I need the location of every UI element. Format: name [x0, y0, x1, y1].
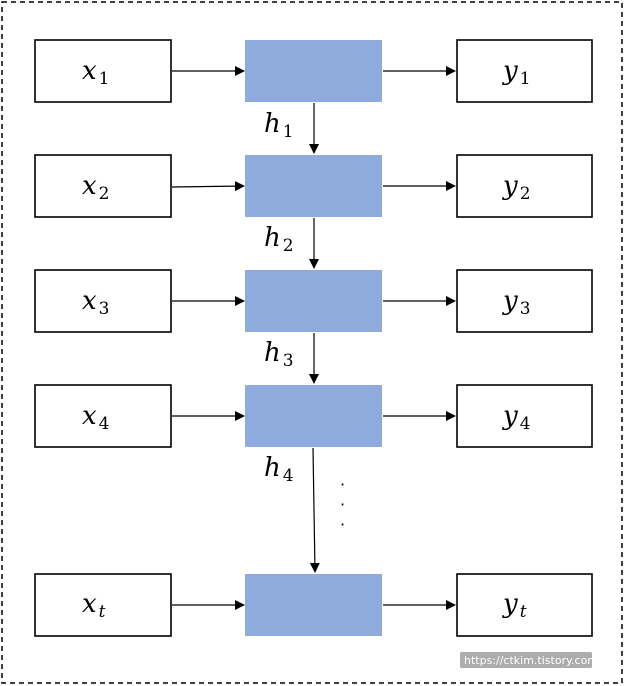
output-box-4 [456, 384, 593, 448]
hidden-arrow-4 [309, 447, 320, 573]
input-box-1 [34, 39, 172, 103]
input-box-t [34, 573, 172, 637]
output-box-1 [456, 39, 593, 103]
output-box-3 [456, 269, 593, 333]
watermark-text: https://ctkim.tistory.com [464, 654, 598, 667]
input-arrow-2 [171, 181, 245, 192]
hidden-cell-2 [245, 155, 382, 217]
hidden-cell-4 [245, 385, 382, 447]
hidden-cell-3 [245, 270, 382, 332]
ellipsis-dot-1: · [340, 475, 345, 494]
input-box-2 [34, 154, 172, 218]
watermark: https://ctkim.tistory.com [460, 652, 598, 668]
ellipsis-dot-2: · [340, 495, 345, 514]
input-box-3 [34, 269, 172, 333]
hidden-cell-1 [245, 40, 382, 102]
ellipsis-dot-3: · [340, 515, 345, 534]
output-box-2 [456, 154, 593, 218]
input-box-4 [34, 384, 172, 448]
output-box-t [456, 573, 593, 637]
hidden-cell-t [245, 574, 382, 636]
watermark-background [460, 652, 592, 668]
